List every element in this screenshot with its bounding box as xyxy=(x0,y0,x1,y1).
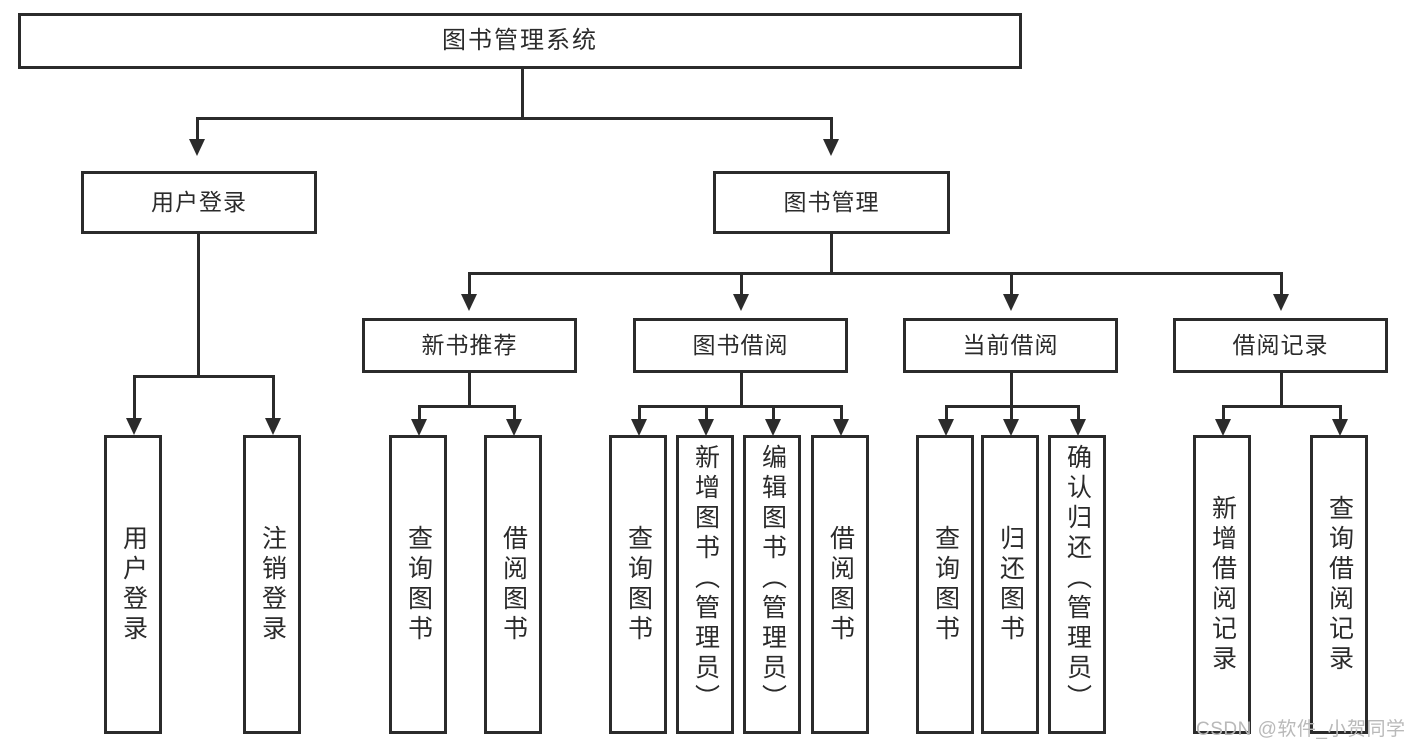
leaf-user-login-label: 用户登录 xyxy=(119,524,148,645)
connector-bb-leg-2 xyxy=(705,405,708,419)
leaf-borrow-book-1-label: 借阅图书 xyxy=(499,524,528,645)
connector-bb-leg-4 xyxy=(840,405,843,419)
connector-nbr-leg-2 xyxy=(513,405,516,419)
arrow-to-leaf-borrow-book-1 xyxy=(506,419,522,436)
connector-br-leg-2 xyxy=(1339,405,1342,419)
leaf-query-record-label: 查询借阅记录 xyxy=(1325,494,1354,675)
connector-book-manage-leg-4 xyxy=(1280,272,1283,294)
connector-book-manage-leg-1 xyxy=(468,272,471,294)
connector-cb-leg-1 xyxy=(945,405,948,419)
connector-cb-stem xyxy=(1010,373,1013,405)
node-borrow-record[interactable]: 借阅记录 xyxy=(1173,318,1388,373)
leaf-return-book[interactable]: 归还图书 xyxy=(981,435,1039,734)
arrow-to-leaf-add-record xyxy=(1215,419,1231,436)
leaf-confirm-return[interactable]: 确认归还（管理员） xyxy=(1048,435,1106,734)
arrow-to-leaf-return-book xyxy=(1003,419,1019,436)
connector-root-leg-left xyxy=(196,117,199,139)
arrow-to-leaf-query-record xyxy=(1332,419,1348,436)
leaf-add-book-label: 新增图书（管理员） xyxy=(691,444,720,714)
connector-nbr-bus xyxy=(418,405,516,408)
node-user-login[interactable]: 用户登录 xyxy=(81,171,317,234)
arrow-to-user-login xyxy=(189,139,205,156)
arrow-to-leaf-user-logout xyxy=(265,418,281,435)
connector-bb-leg-1 xyxy=(638,405,641,419)
leaf-query-book-1[interactable]: 查询图书 xyxy=(389,435,447,734)
connector-book-manage-leg-3 xyxy=(1010,272,1013,294)
leaf-add-record[interactable]: 新增借阅记录 xyxy=(1193,435,1251,734)
node-new-book-recommend-label: 新书推荐 xyxy=(421,332,518,359)
leaf-add-record-label: 新增借阅记录 xyxy=(1208,494,1237,675)
leaf-query-record[interactable]: 查询借阅记录 xyxy=(1310,435,1368,734)
connector-br-leg-1 xyxy=(1222,405,1225,419)
connector-root-bus xyxy=(196,117,833,120)
leaf-user-logout-label: 注销登录 xyxy=(258,524,287,645)
leaf-add-book[interactable]: 新增图书（管理员） xyxy=(676,435,734,734)
arrow-to-leaf-user-login xyxy=(126,418,142,435)
node-book-borrow-label: 图书借阅 xyxy=(692,332,789,359)
leaf-edit-book-label: 编辑图书（管理员） xyxy=(758,444,787,714)
leaf-confirm-return-label: 确认归还（管理员） xyxy=(1063,444,1092,714)
node-book-borrow[interactable]: 图书借阅 xyxy=(633,318,848,373)
connector-cb-leg-3 xyxy=(1077,405,1080,419)
connector-book-manage-stem xyxy=(830,234,833,272)
leaf-edit-book[interactable]: 编辑图书（管理员） xyxy=(743,435,801,734)
arrow-to-leaf-query-book-3 xyxy=(938,419,954,436)
connector-book-manage-bus xyxy=(468,272,1283,275)
arrow-to-new-book-recommend xyxy=(461,294,477,311)
connector-bb-bus xyxy=(638,405,843,408)
node-new-book-recommend[interactable]: 新书推荐 xyxy=(362,318,577,373)
node-root-label: 图书管理系统 xyxy=(442,27,598,55)
arrow-to-leaf-borrow-book-2 xyxy=(833,419,849,436)
leaf-query-book-2[interactable]: 查询图书 xyxy=(609,435,667,734)
node-book-manage[interactable]: 图书管理 xyxy=(713,171,950,234)
node-current-borrow[interactable]: 当前借阅 xyxy=(903,318,1118,373)
leaf-query-book-1-label: 查询图书 xyxy=(404,524,433,645)
arrow-to-current-borrow xyxy=(1003,294,1019,311)
leaf-borrow-book-2[interactable]: 借阅图书 xyxy=(811,435,869,734)
connector-user-login-bus xyxy=(133,375,275,378)
leaf-query-book-3-label: 查询图书 xyxy=(931,524,960,645)
leaf-borrow-book-1[interactable]: 借阅图书 xyxy=(484,435,542,734)
connector-cb-leg-2 xyxy=(1010,405,1013,419)
connector-book-manage-leg-2 xyxy=(740,272,743,294)
leaf-user-logout[interactable]: 注销登录 xyxy=(243,435,301,734)
connector-nbr-leg-1 xyxy=(418,405,421,419)
connector-user-login-leg-2 xyxy=(272,375,275,418)
connector-user-login-leg-1 xyxy=(133,375,136,418)
leaf-borrow-book-2-label: 借阅图书 xyxy=(826,524,855,645)
leaf-query-book-3[interactable]: 查询图书 xyxy=(916,435,974,734)
leaf-return-book-label: 归还图书 xyxy=(996,524,1025,645)
arrow-to-book-borrow xyxy=(733,294,749,311)
arrow-to-leaf-edit-book xyxy=(765,419,781,436)
connector-root-leg-right xyxy=(830,117,833,139)
node-book-manage-label: 图书管理 xyxy=(783,189,880,216)
connector-bb-stem xyxy=(740,373,743,405)
leaf-user-login[interactable]: 用户登录 xyxy=(104,435,162,734)
csdn-watermark: CSDN @软件_小贺同学 xyxy=(1196,719,1405,740)
connector-br-bus xyxy=(1222,405,1342,408)
arrow-to-leaf-confirm-return xyxy=(1070,419,1086,436)
arrow-to-leaf-query-book-1 xyxy=(411,419,427,436)
arrow-to-leaf-add-book xyxy=(698,419,714,436)
node-root[interactable]: 图书管理系统 xyxy=(18,13,1022,69)
connector-nbr-stem xyxy=(468,373,471,405)
arrow-to-book-manage xyxy=(823,139,839,156)
connector-root-stem xyxy=(521,69,524,117)
arrow-to-borrow-record xyxy=(1273,294,1289,311)
connector-user-login-stem xyxy=(197,234,200,375)
node-user-login-label: 用户登录 xyxy=(151,189,247,216)
connector-bb-leg-3 xyxy=(772,405,775,419)
leaf-query-book-2-label: 查询图书 xyxy=(624,524,653,645)
arrow-to-leaf-query-book-2 xyxy=(631,419,647,436)
node-borrow-record-label: 借阅记录 xyxy=(1232,332,1329,359)
connector-br-stem xyxy=(1280,373,1283,405)
node-current-borrow-label: 当前借阅 xyxy=(962,332,1059,359)
